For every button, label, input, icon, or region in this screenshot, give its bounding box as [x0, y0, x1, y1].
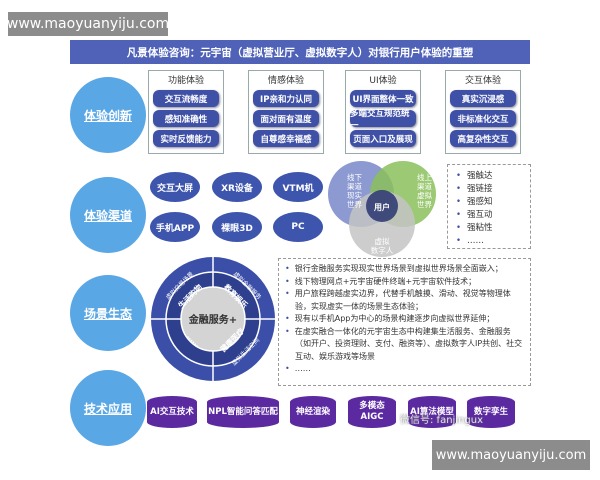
strength-item: 强链接 — [456, 183, 522, 196]
experience-item: 非标准化交互 — [450, 110, 516, 127]
strength-item: 强触达 — [456, 170, 522, 183]
strength-item: …… — [456, 235, 522, 248]
tech-cylinder: AI算法模型 — [408, 396, 456, 428]
group-title: UI体验 — [369, 76, 397, 86]
tech-cylinder: NPL智能问答匹配 — [207, 396, 279, 428]
scene-point: 现有以手机App为中心的场景构建逐步向虚拟世界延伸； — [285, 313, 524, 326]
page-title: 凡景体验咨询：元宇宙（虚拟营业厅、虚拟数字人）对银行用户体验的重塑 — [70, 40, 530, 64]
venn-diagram: 线下渠道现实世界 线上渠道虚拟世界 虚拟数字人 用户 — [328, 161, 436, 257]
venn-center-label: 用户 — [373, 202, 390, 212]
strength-item: 强互动 — [456, 209, 522, 222]
experience-item: 交互流畅度 — [153, 90, 219, 107]
venn-center — [366, 190, 398, 222]
experience-group: 交互体验真实沉浸感非标准化交互高复杂性交互 — [445, 70, 521, 154]
experience-item: 面对面有温度 — [253, 110, 319, 127]
experience-item: 真实沉浸感 — [450, 90, 516, 107]
channel-oval: 裸眼3D — [212, 212, 262, 242]
channel-oval: 手机APP — [150, 212, 200, 242]
experience-item: IP亲和力认同 — [253, 90, 319, 107]
venn-digital-human — [349, 191, 415, 257]
experience-group: UI体验 UI界面整体一致多端交互规范统一页面入口及展现 — [345, 70, 421, 154]
group-title: 情感体验 — [267, 76, 304, 86]
row-ecosystem: 场景生态 — [70, 275, 146, 351]
scene-point: 用户旅程跨越虚实边界，代替手机触摸、滑动、视觉等物理体验，实现虚实一体的场景生态… — [285, 288, 524, 313]
experience-item: UI界面整体一致 — [350, 90, 416, 107]
tech-cylinder: 数字孪生 — [467, 396, 515, 428]
group-title: 功能体验 — [167, 76, 204, 86]
experience-item: 高复杂性交互 — [450, 130, 516, 147]
strengths-box: 强触达强链接强感知强互动强粘性…… — [447, 164, 531, 249]
experience-item: 页面入口及展现 — [350, 130, 416, 147]
scene-point: 在虚实融合一体化的元宇宙生态中构建集生活服务、金融服务（如开户、投资理财、支付、… — [285, 326, 524, 364]
scene-point: …… — [285, 363, 524, 376]
tech-cylinder: 多模态AIGC — [348, 396, 396, 428]
wheel-center-label: 金融服务+ — [188, 313, 237, 326]
group-title: 交互体验 — [464, 76, 501, 86]
row-tech: 技术应用 — [70, 370, 146, 446]
venn-bottom-label: 虚拟数字人 — [371, 236, 394, 255]
scene-point: 银行金融服务实现现实世界场景到虚拟世界场景全面嵌入； — [285, 263, 524, 276]
row-innovation: 体验创新 — [70, 77, 146, 153]
strength-item: 强感知 — [456, 196, 522, 209]
venn-left-label: 线下渠道现实世界 — [347, 172, 362, 209]
tech-cylinder: 神经渲染 — [290, 396, 336, 428]
watermark-top: www.maoyuanyiju.com — [7, 12, 169, 36]
strength-item: 强粘性 — [456, 222, 522, 235]
experience-group: 情感体验 IP亲和力认同面对面有温度自尊感幸福感 — [248, 70, 324, 154]
scene-points-box: 银行金融服务实现现实世界场景到虚拟世界场景全面嵌入；线下物理网点+元宇宙硬件终端… — [278, 258, 531, 386]
venn-right-label: 线上渠道虚拟世界 — [417, 172, 432, 209]
channel-oval: 交互大屏 — [150, 172, 200, 202]
tech-cylinder: AI交互技术 — [147, 396, 197, 428]
scene-point: 线下物理网点+元宇宙硬件终端+元宇宙软件技术； — [285, 276, 524, 289]
experience-item: 感知准确性 — [153, 110, 219, 127]
row-channels: 体验渠道 — [70, 177, 146, 253]
channel-oval: VTM机 — [273, 172, 323, 202]
watermark-bottom: www.maoyuanyiju.com — [432, 440, 590, 470]
experience-group: 功能体验交互流畅度感知准确性实时反馈能力 — [148, 70, 224, 154]
channel-oval: XR设备 — [212, 172, 262, 202]
experience-item: 实时反馈能力 — [153, 130, 219, 147]
channel-oval: PC — [273, 212, 323, 242]
experience-item: 多端交互规范统一 — [350, 109, 416, 131]
experience-item: 自尊感幸福感 — [253, 130, 319, 147]
scene-wheel: 金融服务+ 生活购物 教育娱乐 健康医疗 …… 虚拟交易场景 虚拟金融服务 虚拟… — [151, 257, 275, 381]
wechat-watermark: 微信号: fanjingux — [400, 415, 484, 426]
